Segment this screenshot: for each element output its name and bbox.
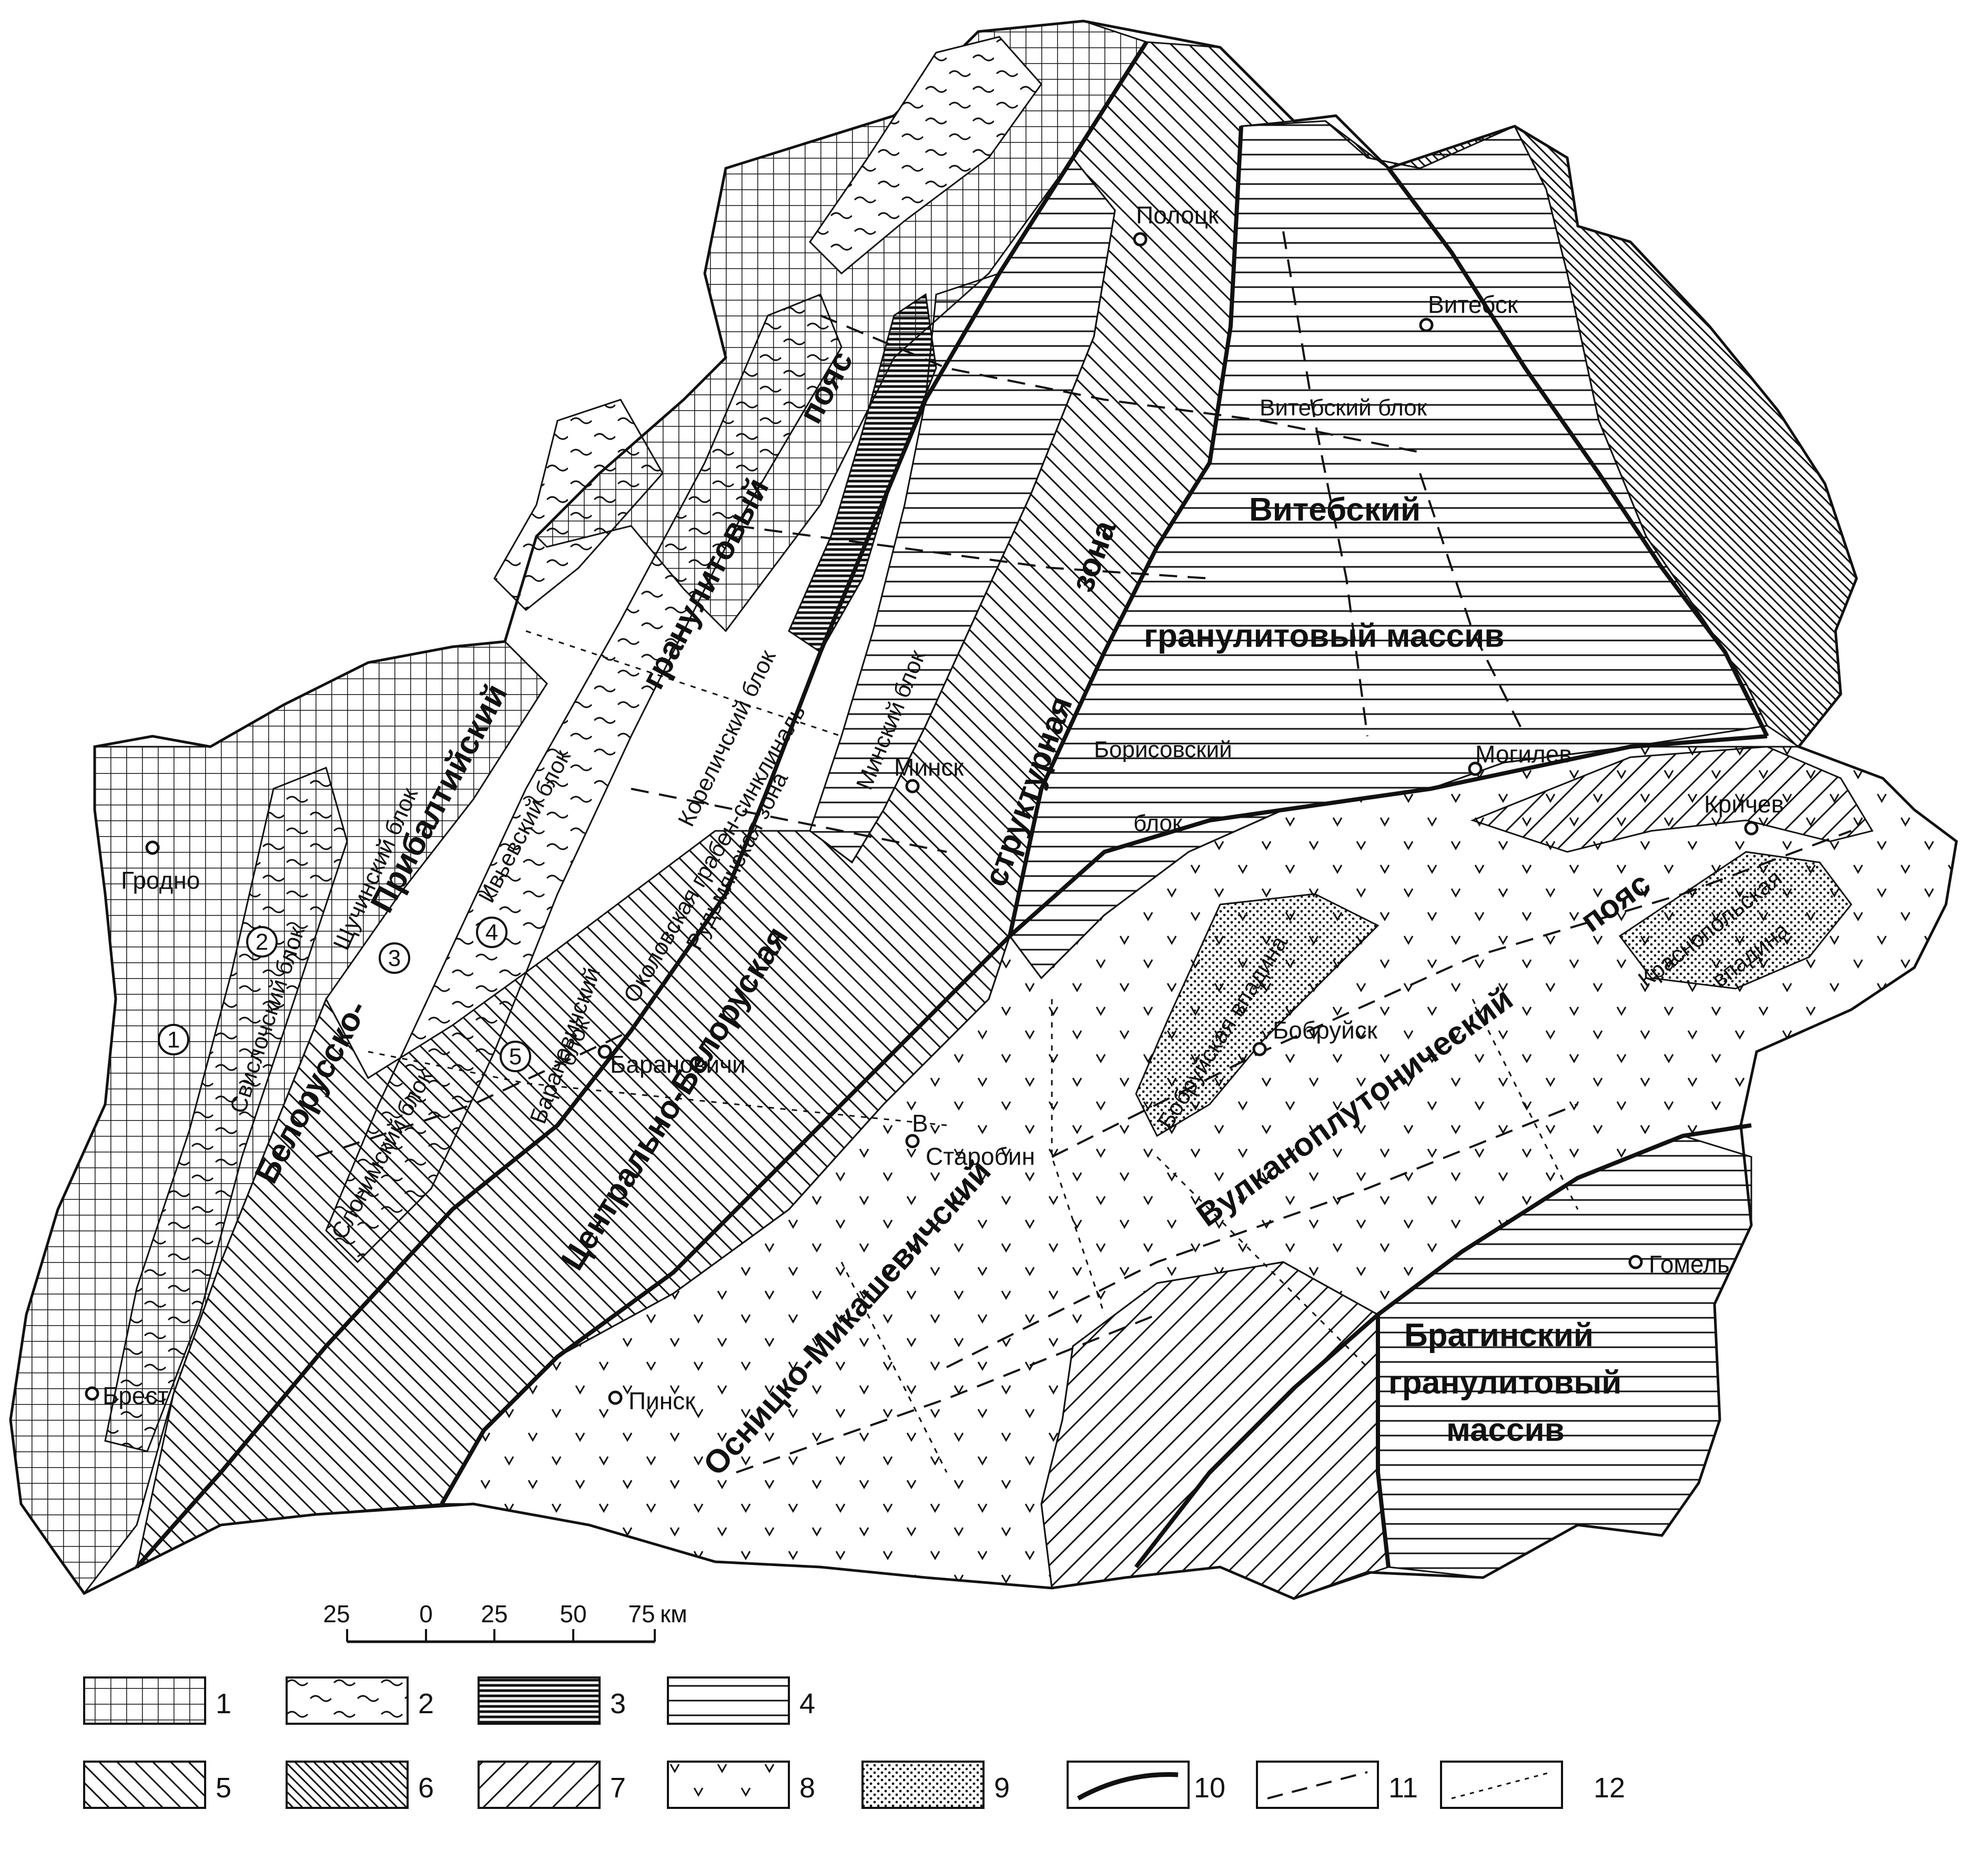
scale-tick-0: 25 — [323, 1600, 350, 1628]
circled-number-5-text: 5 — [509, 1044, 522, 1070]
circled-number-1: 1 — [158, 1024, 189, 1055]
legend-line-12 — [1451, 1771, 1552, 1799]
circled-number-3-text: 3 — [388, 945, 401, 971]
city-marker-pinsk — [608, 1390, 623, 1405]
legend-line-11 — [1267, 1771, 1368, 1799]
legend-swatch-8 — [667, 1761, 790, 1809]
block-borisov-line2: блок — [1133, 810, 1183, 836]
city-label-minsk: Минск — [894, 754, 964, 781]
city-marker-polotsk — [1133, 232, 1148, 247]
legend-label-5: 5 — [216, 1772, 231, 1804]
legend-swatch-2 — [286, 1676, 409, 1725]
circled-number-4: 4 — [476, 917, 508, 948]
city-marker-starobin — [905, 1134, 920, 1148]
city-marker-baranovichi — [597, 1044, 612, 1059]
legend-swatch-9 — [861, 1761, 985, 1809]
legend-swatch-10 — [1067, 1761, 1190, 1809]
legend-swatch-1 — [83, 1676, 206, 1725]
region-bragin-line3: массив — [1446, 1412, 1565, 1448]
major-faults — [135, 40, 1769, 1569]
circled-number-5: 5 — [500, 1041, 531, 1072]
legend-label-3: 3 — [610, 1688, 626, 1720]
secondary-faults — [315, 231, 1852, 1473]
minor-faults — [368, 630, 1579, 1473]
point-b-label: В — [912, 1110, 928, 1137]
unit-6-east-band — [1325, 120, 1858, 748]
region-vitebsk-massif-line1: Витебский — [1249, 492, 1421, 528]
legend-label-11: 11 — [1388, 1772, 1418, 1804]
block-borisov-line1: Борисовский — [1094, 737, 1232, 762]
city-label-gomel: Гомель — [1649, 1250, 1730, 1278]
legend-label-10: 10 — [1194, 1772, 1225, 1804]
legend-line-10 — [1077, 1772, 1179, 1801]
city-label-grodno: Гродно — [121, 867, 200, 894]
scale-tick-2: 25 — [481, 1600, 508, 1628]
legend-label-6: 6 — [418, 1772, 434, 1804]
city-marker-bobruisk — [1252, 1042, 1267, 1056]
circled-number-3: 3 — [379, 942, 410, 974]
scale-unit: км — [660, 1600, 687, 1628]
city-label-baranovichi: Барановичи — [610, 1051, 746, 1078]
unit-9-krasnopolye-depression — [1618, 851, 1852, 990]
unit-2-band-north-fill — [810, 37, 1041, 273]
scale-bar: 25 0 25 50 75 км — [323, 1600, 687, 1643]
unit-1-area-north — [535, 20, 1148, 633]
block-vitebsk: Витебский блок — [1260, 395, 1427, 421]
city-label-polotsk: Полоцк — [1136, 201, 1219, 229]
city-label-brest: Брест — [103, 1382, 168, 1409]
legend-label-2: 2 — [418, 1688, 434, 1720]
scale-tick-1: 0 — [419, 1600, 433, 1628]
city-label-bobruisk: Бобруйск — [1273, 1016, 1378, 1044]
legend-swatch-6 — [286, 1761, 409, 1809]
scale-tick-4: 75 — [628, 1600, 655, 1628]
city-marker-gomel — [1628, 1255, 1643, 1269]
scale-tick-3: 50 — [560, 1600, 586, 1628]
legend-label-4: 4 — [799, 1688, 815, 1720]
unit-2-band-west — [493, 399, 664, 612]
city-layer — [85, 232, 1759, 1405]
unit-2-band-south — [104, 766, 348, 1452]
circled-number-4-text: 4 — [485, 920, 498, 945]
legend-label-12: 12 — [1594, 1772, 1625, 1804]
legend-swatch-4 — [667, 1676, 790, 1725]
legend-label-9: 9 — [994, 1772, 1010, 1804]
city-marker-minsk — [905, 779, 920, 794]
circled-number-2: 2 — [246, 926, 278, 958]
legend-swatch-3 — [478, 1676, 601, 1725]
circled-number-1-text: 1 — [167, 1027, 180, 1053]
city-label-vitebsk: Витебск — [1428, 291, 1518, 318]
legend-swatch-5 — [83, 1761, 206, 1809]
legend: 1 2 3 4 5 6 7 8 9 10 11 12 — [83, 1676, 1625, 1809]
city-marker-mogilev — [1468, 761, 1483, 776]
region-bragin-line2: гранулитовый — [1388, 1365, 1621, 1401]
city-label-starobin: Старобин — [926, 1143, 1035, 1170]
circled-number-2-text: 2 — [256, 929, 268, 955]
legend-label-7: 7 — [610, 1772, 626, 1804]
region-vitebsk-massif-line2: гранулитовый массив — [1144, 618, 1504, 654]
city-marker-krichev — [1744, 821, 1759, 836]
legend-label-8: 8 — [799, 1772, 815, 1804]
legend-label-1: 1 — [216, 1688, 231, 1720]
legend-swatch-12 — [1440, 1761, 1563, 1809]
city-label-krichev: Кричев — [1704, 790, 1784, 818]
region-bragin-line1: Брагинский — [1404, 1317, 1594, 1354]
unit-9-bobruisk-depression — [1135, 893, 1380, 1137]
unit-3-strip — [788, 293, 937, 654]
city-marker-grodno — [145, 840, 160, 855]
city-label-pinsk: Пинск — [628, 1387, 696, 1415]
city-marker-vitebsk — [1419, 318, 1434, 332]
city-label-mogilev: Могилев — [1475, 740, 1572, 768]
legend-swatch-7 — [478, 1761, 601, 1809]
city-marker-brest — [85, 1386, 99, 1401]
